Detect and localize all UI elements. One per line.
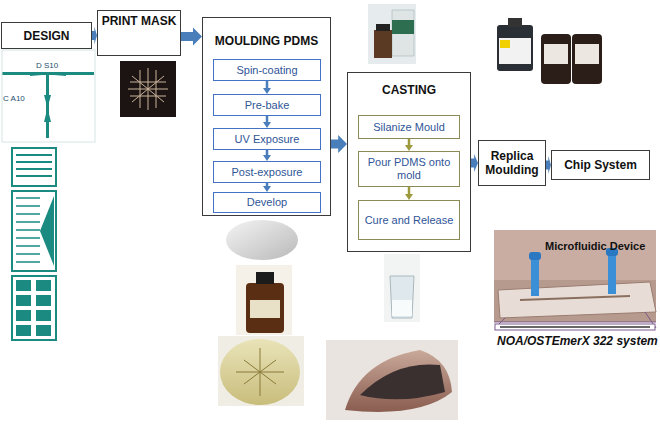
group-heading: MOULDING PDMS: [203, 34, 330, 48]
dimension-label: C A10: [3, 94, 25, 103]
node-text: Spin-coating: [236, 64, 297, 77]
flow-arrow: [471, 154, 478, 172]
step-box: Silanize Mould: [358, 115, 460, 139]
group-heading: CASTING: [348, 83, 470, 97]
step-box: Post-exposure: [213, 161, 321, 183]
node-text: DESIGN: [23, 29, 69, 43]
group-box: MOULDING PDMS Spin-coatingPre-bake UV Expo…: [202, 17, 331, 216]
process-box: PRINT MASK: [97, 10, 181, 56]
node-text: Post-exposure: [232, 166, 303, 179]
flow-arrow: [331, 135, 347, 153]
node-text: Pre-bake: [245, 99, 290, 112]
step-box: Cure and Release: [358, 200, 460, 240]
node-text: UV Exposure: [235, 133, 300, 146]
mask-photo: [120, 61, 176, 117]
node-text: Develop: [247, 196, 287, 209]
node-text: PRINT MASK: [102, 14, 177, 28]
chip-photo: [494, 230, 656, 330]
step-box: Pour PDMS onto mold: [358, 151, 460, 187]
dimension-label: D S10: [36, 61, 58, 70]
photo-label: Microfluidic Device: [545, 240, 645, 252]
node-text: Pour PDMS onto mold: [359, 156, 459, 182]
design-patterns: [12, 148, 56, 340]
process-box: Chip System: [551, 150, 650, 180]
flow-arrow: [181, 28, 202, 46]
node-text: Cure and Release: [365, 214, 454, 227]
process-box: DESIGN: [1, 22, 92, 49]
step-box: UV Exposure: [213, 128, 321, 150]
node-text: Chip System: [564, 158, 637, 172]
step-box: Develop: [213, 192, 321, 213]
caption-label: NOA/OSTEmerX 322 system: [497, 334, 658, 348]
node-text: Replica Moulding: [479, 149, 545, 177]
group-box: CASTING Silanize MouldPour PDMS onto mold…: [347, 72, 471, 252]
node-text: Silanize Mould: [373, 121, 445, 134]
step-box: Pre-bake: [213, 94, 321, 116]
design-channel: [2, 50, 95, 142]
step-box: Spin-coating: [213, 59, 321, 81]
process-box: Replica Moulding: [478, 140, 546, 186]
